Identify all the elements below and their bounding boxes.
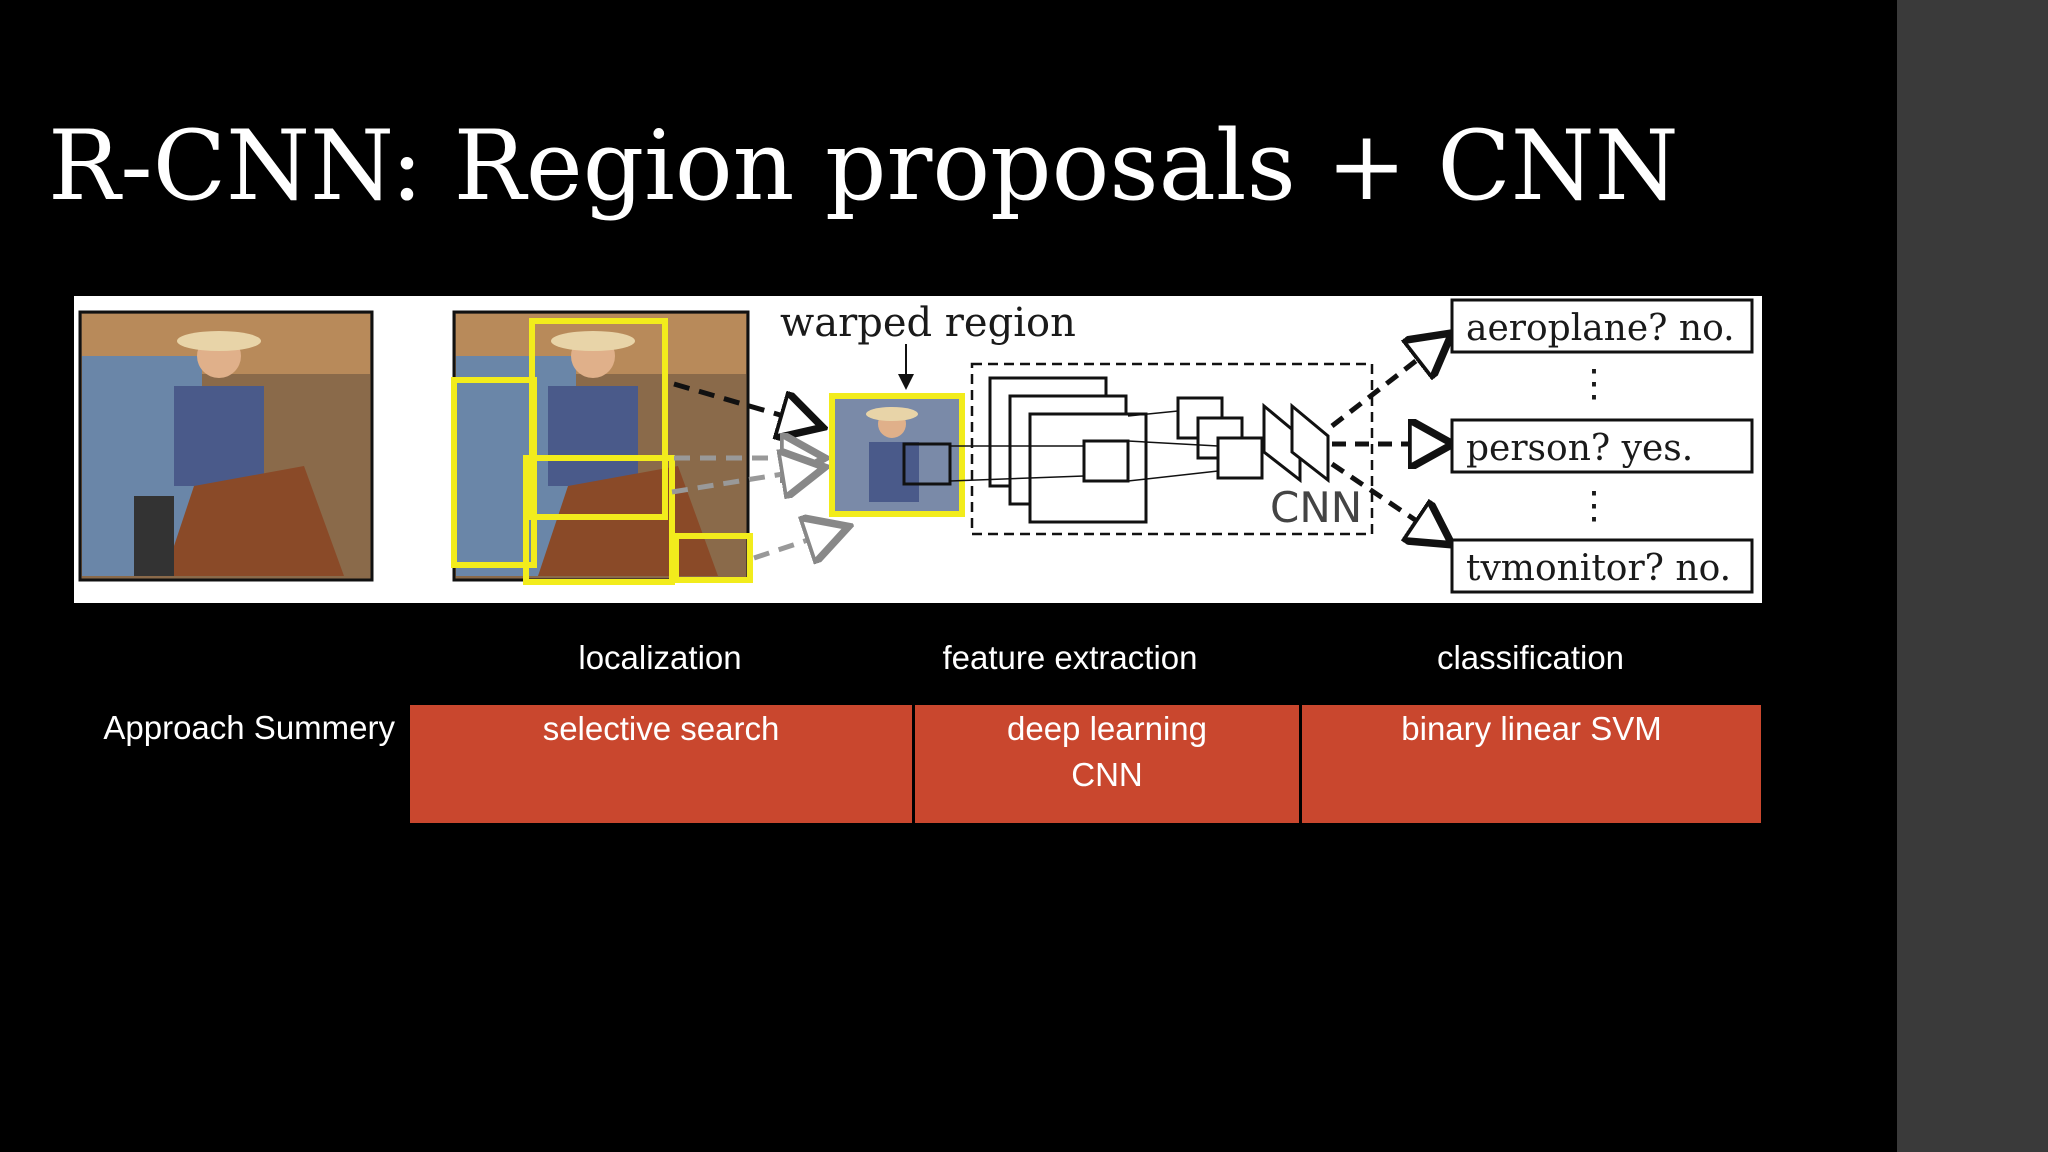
cell-selective-search: selective search — [410, 705, 912, 823]
output-person: person? yes. — [1466, 428, 1693, 469]
input-image — [78, 310, 374, 582]
slide-title: R-CNN: Region proposals + CNN — [48, 110, 1679, 222]
warped-region-image — [829, 393, 965, 517]
cnn-block — [949, 362, 1374, 536]
proposal-boxes — [451, 318, 753, 585]
cell-deep-learning-line2: CNN — [1071, 756, 1143, 793]
cell-binary-linear-svm: binary linear SVM — [1302, 705, 1761, 823]
stage-localization: localization — [578, 639, 742, 676]
output-tvmonitor: tvmonitor? no. — [1466, 548, 1731, 589]
stage-feature-extraction: feature extraction — [942, 639, 1198, 676]
cell-selective-search-text: selective search — [542, 710, 780, 747]
output-aeroplane: aeroplane? no. — [1466, 308, 1735, 349]
ellipsis-bottom: ⋮ — [1575, 483, 1613, 527]
approach-summary-label: Approach Summery — [103, 709, 395, 746]
cell-deep-learning-line1: deep learning — [1007, 710, 1207, 747]
stage-classification: classification — [1436, 639, 1625, 676]
cell-svm-text: binary linear SVM — [1401, 710, 1662, 747]
ellipsis-top: ⋮ — [1575, 361, 1613, 405]
warp-arrows — [671, 381, 844, 558]
output-arrows — [1330, 336, 1448, 542]
rider-shirt — [174, 386, 264, 486]
slide: R-CNN: Region proposals + CNN — [48, 110, 1762, 823]
warped-region-label: warped region — [780, 300, 1076, 346]
rcnn-pipeline-diagram: warped region — [78, 298, 1754, 594]
cnn-label: CNN — [1270, 483, 1362, 532]
side-panel — [1897, 0, 2048, 1152]
cell-deep-learning: deep learning CNN — [915, 705, 1299, 823]
rcnn-pipeline-figure: warped region — [74, 296, 1762, 603]
proposals-image — [451, 310, 753, 585]
output-boxes — [1450, 298, 1754, 594]
